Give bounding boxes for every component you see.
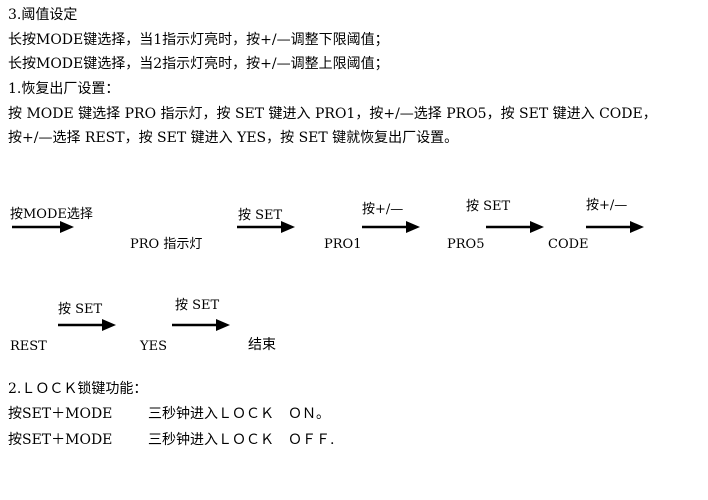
flow-arrow-1 <box>12 218 74 236</box>
section-threshold-title: 3.阈值设定 <box>8 7 78 23</box>
flow-arrow-2 <box>237 218 295 236</box>
flow-step7-action: 按 SET <box>175 298 220 313</box>
flow-step6-action: 按 SET <box>58 302 103 317</box>
threshold-upper-instruction: 长按MODE键选择，当2指示灯亮时，按+/—调整上限阈值； <box>8 56 389 72</box>
flow-step5-action: 按+/— <box>586 198 628 213</box>
lock-off-keys: 按SET＋MODE <box>8 432 113 448</box>
lock-on-keys: 按SET＋MODE <box>8 406 113 422</box>
section-lock-title: 2.ＬＯＣＫ锁键功能： <box>8 381 148 397</box>
flow-arrow-4 <box>486 218 544 236</box>
flow-step6-result: YES <box>140 339 167 354</box>
flow-step4-action: 按 SET <box>466 199 511 214</box>
flow-arrow-6 <box>58 316 116 334</box>
section-factory-title: 1.恢复出厂设置： <box>8 81 120 97</box>
flow-step4-result: CODE <box>548 237 589 252</box>
flow-step1-result: PRO 指示灯 <box>130 237 203 252</box>
flow-step2-result: PRO1 <box>324 237 362 252</box>
threshold-lower-instruction: 长按MODE键选择，当1指示灯亮时，按+/—调整下限阈值； <box>8 32 389 48</box>
flow-step1-action: 按MODE选择 <box>10 207 93 222</box>
flow-step3-action: 按+/— <box>362 202 404 217</box>
flow-step6-start: REST <box>10 339 47 354</box>
lock-on-action: 三秒钟进入ＬＯＣＫ ＯＮ。 <box>148 406 330 422</box>
flow-arrow-5 <box>586 218 644 236</box>
lock-off-action: 三秒钟进入ＬＯＣＫ ＯＦＦ. <box>148 432 335 448</box>
factory-instruction-line2: 按+/—选择 REST，按 SET 键进入 YES，按 SET 键就恢复出厂设置… <box>8 130 459 146</box>
flow-step3-result: PRO5 <box>447 237 485 252</box>
flow-arrow-3 <box>362 218 420 236</box>
flow-step7-result: 结束 <box>248 337 276 353</box>
flow-arrow-7 <box>172 316 230 334</box>
factory-instruction-line1: 按 MODE 键选择 PRO 指示灯，按 SET 键进入 PRO1，按+/—选择… <box>8 106 657 122</box>
flow-step2-action: 按 SET <box>238 208 283 223</box>
